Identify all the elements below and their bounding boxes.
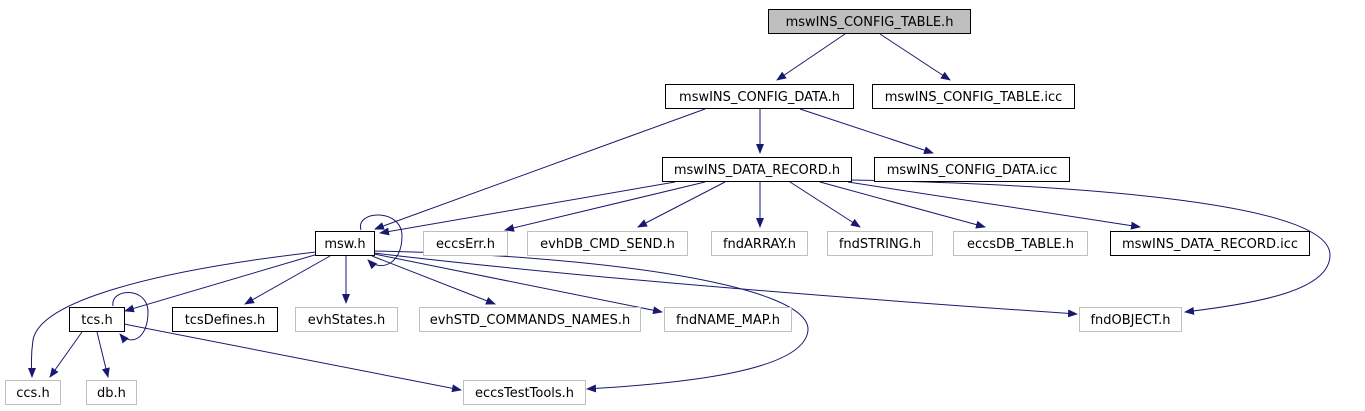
node-eccsdb-h[interactable]: eccsDB_TABLE.h — [953, 231, 1088, 256]
node-box — [419, 307, 641, 332]
node-label: mswINS_DATA_RECORD.h — [674, 163, 840, 178]
edge-data_record_h-to-eccserr_h — [504, 181, 706, 232]
node-box — [5, 380, 61, 405]
edge-msw_h-to-msw_h — [360, 214, 403, 270]
node-label: msw.h — [324, 237, 365, 252]
node-cfg-table-icc[interactable]: mswINS_CONFIG_TABLE.icc — [872, 84, 1075, 109]
edge-msw_h-to-tcs_h — [124, 253, 319, 313]
node-label: tcsDefines.h — [185, 313, 266, 328]
edge-tcs_h-to-ccs_h — [49, 331, 83, 378]
node-box — [664, 307, 792, 332]
edge-layer — [27, 33, 1331, 393]
edge-msw_h-to-evhstd_h — [371, 255, 496, 305]
edge-msw_h-to-ccs_h — [27, 251, 317, 378]
node-label: fndARRAY.h — [723, 237, 796, 252]
edge-msw_h-to-fndname_h — [373, 253, 663, 315]
node-label: evhStates.h — [308, 313, 386, 328]
node-data-record-h[interactable]: mswINS_DATA_RECORD.h — [662, 157, 852, 182]
node-label: fndOBJECT.h — [1090, 313, 1170, 328]
edge-data_record_h-to-eccsdb_h — [819, 181, 986, 229]
node-data-rec-icc[interactable]: mswINS_DATA_RECORD.icc — [1110, 231, 1310, 256]
node-cfg-table-h[interactable]: mswINS_CONFIG_TABLE.h — [768, 9, 971, 34]
node-evhstates-h[interactable]: evhStates.h — [295, 307, 398, 332]
node-box — [953, 231, 1088, 256]
edge-data_record_h-to-msw_h — [379, 181, 676, 236]
edge-data_record_h-to-fndstring_h — [789, 181, 861, 228]
node-label: mswINS_CONFIG_TABLE.h — [786, 15, 954, 30]
node-label: mswINS_DATA_RECORD.icc — [1122, 237, 1298, 252]
edge-msw_h-to-fndobject_h — [373, 252, 1078, 318]
node-label: tcs.h — [81, 313, 112, 328]
edge-tcs_h-to-db_h — [96, 331, 110, 378]
node-box — [872, 84, 1075, 109]
node-eccstest-h[interactable]: eccsTestTools.h — [463, 380, 586, 405]
node-tcs-h[interactable]: tcs.h — [69, 307, 125, 332]
edge-cfg_table_h-to-cfg_table_icc — [879, 33, 951, 81]
node-box — [1079, 307, 1182, 332]
node-box — [69, 307, 125, 332]
edge-cfg_table_h-to-cfg_data_h — [776, 33, 846, 81]
node-label: mswINS_CONFIG_DATA.icc — [887, 163, 1058, 178]
node-label: ccs.h — [16, 386, 49, 401]
edge-data_record_h-to-data_rec_icc — [847, 181, 1141, 230]
node-box — [315, 231, 375, 256]
node-box — [527, 231, 688, 256]
node-ccs-h[interactable]: ccs.h — [5, 380, 61, 405]
node-eccserr-h[interactable]: eccsErr.h — [423, 231, 508, 256]
node-label: evhSTD_COMMANDS_NAMES.h — [430, 313, 630, 328]
node-evhstd-h[interactable]: evhSTD_COMMANDS_NAMES.h — [419, 307, 641, 332]
node-label: evhDB_CMD_SEND.h — [540, 237, 675, 252]
node-box — [662, 157, 852, 182]
node-label: db.h — [97, 386, 126, 401]
node-tcsdefines-h[interactable]: tcsDefines.h — [172, 307, 278, 332]
node-box — [1110, 231, 1310, 256]
node-fndstring-h[interactable]: fndSTRING.h — [827, 231, 933, 256]
node-box — [768, 9, 971, 34]
node-box — [423, 231, 508, 256]
node-fndobject-h[interactable]: fndOBJECT.h — [1079, 307, 1182, 332]
node-box — [665, 84, 854, 109]
node-evhdb-h[interactable]: evhDB_CMD_SEND.h — [527, 231, 688, 256]
node-label: eccsTestTools.h — [475, 386, 574, 401]
node-label: eccsDB_TABLE.h — [967, 237, 1074, 252]
node-label: mswINS_CONFIG_TABLE.icc — [885, 90, 1063, 105]
node-box — [874, 157, 1070, 182]
edge-cfg_data_h-to-cfg_data_icc — [799, 108, 934, 154]
node-cfg-data-h[interactable]: mswINS_CONFIG_DATA.h — [665, 84, 854, 109]
edge-cfg_data_h-to-msw_h — [374, 108, 706, 230]
node-label: mswINS_CONFIG_DATA.h — [679, 90, 840, 105]
edge-msw_h-to-eccstest_h — [373, 250, 809, 393]
edge-tcs_h-to-eccstest_h — [123, 323, 462, 393]
node-fndname-h[interactable]: fndNAME_MAP.h — [664, 307, 792, 332]
node-cfg-data-icc[interactable]: mswINS_CONFIG_DATA.icc — [874, 157, 1070, 182]
node-layer: mswINS_CONFIG_TABLE.h mswINS_CONFIG_DATA.… — [5, 9, 1310, 405]
node-label: eccsErr.h — [436, 237, 495, 252]
node-fndarray-h[interactable]: fndARRAY.h — [711, 231, 808, 256]
node-box — [86, 380, 137, 405]
node-label: fndSTRING.h — [839, 237, 921, 252]
node-db-h[interactable]: db.h — [86, 380, 137, 405]
node-msw-h[interactable]: msw.h — [315, 231, 375, 256]
edge-data_record_h-to-evhdb_h — [637, 181, 726, 228]
node-box — [295, 307, 398, 332]
edge-data_record_h-to-fndobject_h — [850, 179, 1331, 315]
node-box — [172, 307, 278, 332]
node-box — [463, 380, 586, 405]
node-box — [711, 231, 808, 256]
edge-tcs_h-to-tcs_h — [112, 292, 149, 344]
node-label: fndNAME_MAP.h — [676, 313, 780, 328]
node-box — [827, 231, 933, 256]
edge-msw_h-to-tcsdefines_h — [244, 255, 331, 305]
